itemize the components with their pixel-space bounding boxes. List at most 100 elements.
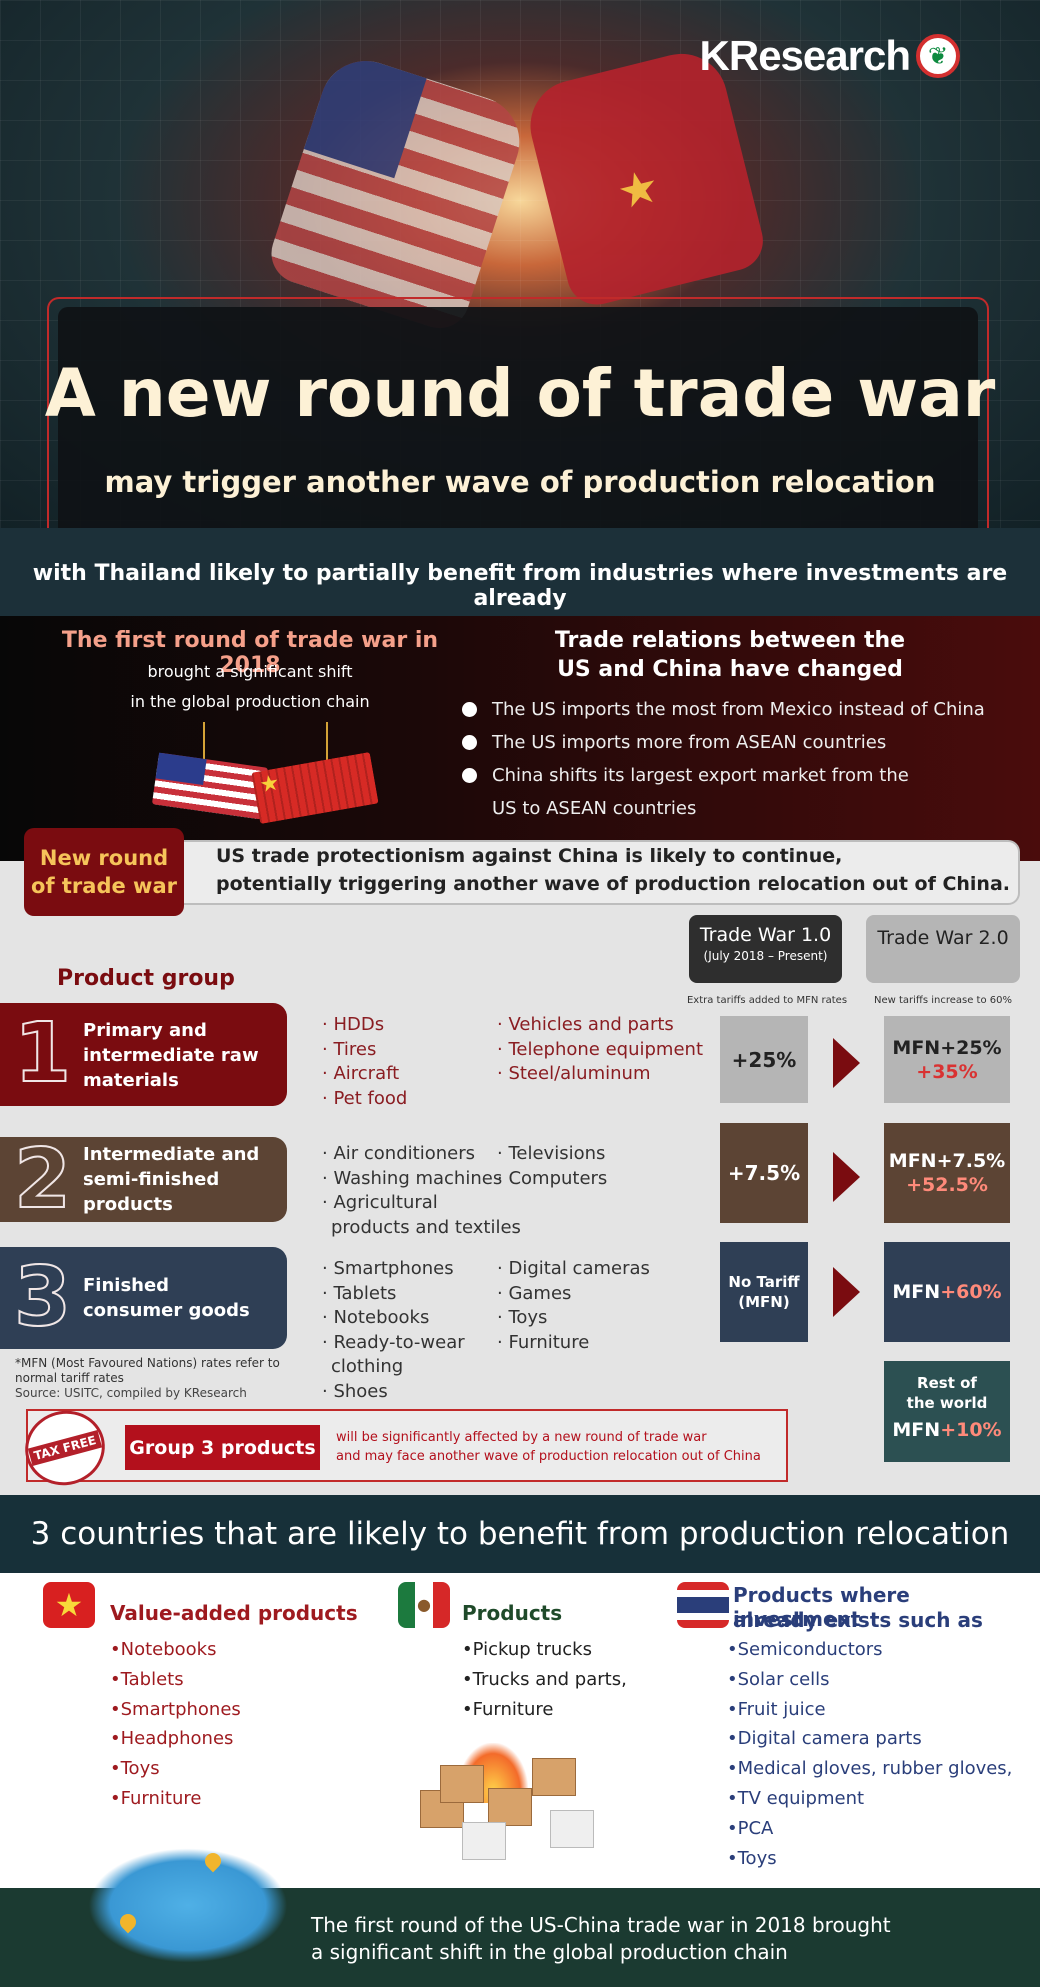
tariff-line: (MFN) [738, 1293, 790, 1311]
group-number: 1 [13, 1006, 72, 1101]
group-name-line: materials [83, 1070, 179, 1091]
arrow-right-icon [833, 1152, 860, 1202]
crane-cable [326, 722, 328, 762]
list-item: •Tablets [110, 1668, 184, 1690]
thailand-list: •Semiconductors •Solar cells •Fruit juic… [727, 1635, 1012, 1873]
list-item: •Toys [727, 1847, 777, 1869]
new-round-text-line2: potentially triggering another wave of p… [216, 873, 1011, 895]
list-item: · Air conditioners [322, 1143, 475, 1164]
list-item: · Agricultural [322, 1192, 438, 1213]
trade-war-1-name: Trade War 1.0 [699, 924, 832, 946]
trade-war-2-badge: Trade War 2.0 [866, 915, 1020, 983]
group-number: 2 [13, 1132, 72, 1227]
tariff-base: MFN+25% [892, 1036, 1002, 1059]
list-item: · Digital cameras [497, 1258, 650, 1279]
first-round-text-line1: brought a significant shift [147, 662, 353, 681]
bullet-dot-icon [462, 735, 477, 750]
group-number: 3 [13, 1250, 72, 1345]
trade-relations-bullet-text: China shifts its largest export market f… [492, 765, 909, 786]
trade-relations-bullet-continuation: US to ASEAN countries [462, 798, 1022, 819]
countries-section [0, 1573, 1040, 1888]
trade-war-1-period: (July 2018 – Present) [703, 949, 828, 963]
tariff-base: MFN+7.5% [888, 1150, 1006, 1172]
list-item: · Washing machines [322, 1167, 503, 1189]
tariff-extra: +35% [916, 1060, 978, 1083]
list-item: •Fruit juice [727, 1698, 826, 1720]
countries-header-band [0, 1495, 1040, 1573]
list-item: · Smartphones [322, 1258, 454, 1279]
rest-of-world-rate: MFN+10% [892, 1419, 1002, 1441]
new-round-text-line1: US trade protectionism against China is … [216, 845, 843, 867]
box-icon [550, 1810, 594, 1848]
group-name-line: Intermediate and [83, 1144, 260, 1165]
trade-relations-title-line2: US and China have changed [557, 657, 903, 682]
list-item: •Medical gloves, rubber gloves, [727, 1758, 1013, 1780]
list-item: •Notebooks [110, 1639, 217, 1660]
thailand-flag-icon [677, 1582, 729, 1628]
vietnam-heading: Value-added products [110, 1601, 358, 1625]
trade-relations-bullet: The US imports more from ASEAN countries [462, 732, 1022, 753]
list-item: •Furniture [110, 1787, 202, 1809]
product-group-1: 1 Primary and intermediate raw materials [0, 1003, 287, 1106]
list-item: · Furniture [497, 1331, 590, 1353]
list-item: · Televisions [497, 1143, 606, 1164]
first-round-title: The first round of trade war in 2018 [61, 628, 439, 678]
title-panel [58, 307, 978, 528]
bullet-dot-icon [462, 768, 477, 783]
first-round-section [0, 616, 1040, 861]
brand-logo: KResearch ❦ [700, 32, 960, 80]
group-1-tw1-tariff: +25% [720, 1016, 808, 1103]
new-round-badge-line2: of trade war [31, 874, 177, 898]
group-3-tw2-tariff: MFN+60% [884, 1242, 1010, 1342]
list-item: · HDDs [322, 1014, 385, 1035]
arrow-right-icon [833, 1267, 860, 1317]
intro-banner-text: with Thailand likely to partially benefi… [32, 561, 1008, 611]
countries-title: 3 countries that are likely to benefit f… [30, 1516, 1010, 1552]
list-item: · Pet food [322, 1087, 408, 1109]
group-1-items-right: · Vehicles and parts · Telephone equipme… [497, 1013, 703, 1087]
tariff-extra: +52.5% [906, 1174, 988, 1196]
product-group-3: 3 Finished consumer goods [0, 1247, 287, 1349]
trade-relations-bullet-text: The US imports more from ASEAN countries [492, 732, 887, 753]
group-name-line: Finished [83, 1275, 170, 1296]
mexico-list: •Pickup trucks •Trucks and parts, •Furni… [462, 1635, 627, 1724]
list-item: •Furniture [462, 1698, 554, 1720]
thailand-heading-line2: already exists such as [733, 1608, 983, 1632]
crane-cable [203, 722, 205, 762]
list-item: •Digital camera parts [727, 1728, 922, 1750]
bullet-dot-icon [462, 702, 477, 717]
page-subtitle: may trigger another wave of production r… [104, 465, 936, 499]
list-item: · Computers [497, 1167, 608, 1189]
list-item: · Ready-to-wear [322, 1331, 465, 1353]
group-3-badge: Group 3 products [125, 1425, 320, 1470]
list-item: •Trucks and parts, [462, 1668, 627, 1690]
rest-of-world-line1: Rest of [917, 1374, 977, 1392]
product-group-label: Product group [57, 966, 235, 991]
group-2-items-left: · Air conditioners · Washing machines · … [322, 1142, 521, 1240]
group-name-line: intermediate raw [83, 1045, 259, 1066]
group-2-items-right: · Televisions · Computers [497, 1142, 607, 1191]
list-item: · Vehicles and parts [497, 1014, 674, 1035]
intro-banner [0, 528, 1040, 616]
mfn-footnote: *MFN (Most Favoured Nations) rates refer… [15, 1356, 280, 1385]
group-3-items-right: · Digital cameras · Games · Toys · Furni… [497, 1257, 650, 1355]
group-3-desc-line1: will be significantly affected by a new … [336, 1430, 707, 1445]
list-item: · Telephone equipment [497, 1038, 703, 1060]
kasikorn-leaf-icon: ❦ [916, 34, 960, 78]
list-item: · Steel/aluminum [497, 1063, 651, 1084]
new-round-bar [130, 840, 1020, 905]
list-item: · Aircraft [322, 1063, 400, 1084]
group-name-line: semi-finished [83, 1169, 220, 1190]
group-name-line: Primary and [83, 1020, 207, 1041]
trade-relations-bullet-text: US to ASEAN countries [492, 798, 697, 819]
new-round-badge: New round of trade war [24, 828, 184, 916]
footer-text-line1: The first round of the US-China trade wa… [311, 1913, 891, 1937]
trade-relations-bullet: China shifts its largest export market f… [462, 765, 1022, 786]
box-icon [488, 1788, 532, 1826]
list-item: · Shoes [322, 1380, 388, 1402]
source-note: Source: USITC, compiled by KResearch [15, 1386, 247, 1400]
rest-of-world-line2: the world [906, 1394, 988, 1412]
trade-relations-title-line1: Trade relations between the [554, 628, 906, 653]
list-item: •Pickup trucks [462, 1639, 592, 1660]
page-title: A new round of trade war [44, 355, 996, 432]
